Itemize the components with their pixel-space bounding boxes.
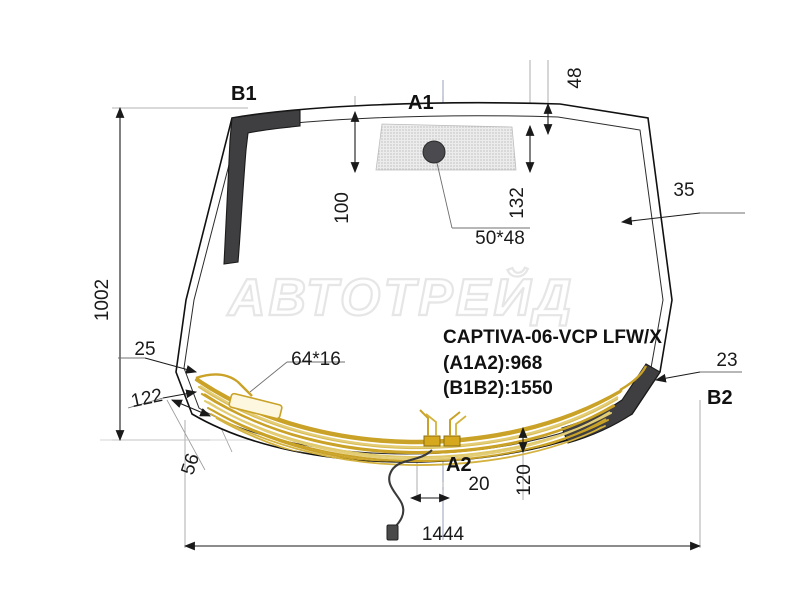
dim-23: 23 xyxy=(716,350,737,371)
band-top-left xyxy=(223,109,301,265)
dim-overall-height: 1002 xyxy=(92,279,113,321)
dim-120: 120 xyxy=(514,464,535,496)
harness-connector-block xyxy=(386,524,399,541)
label-b2: B2 xyxy=(707,387,733,409)
dim-132: 132 xyxy=(507,187,528,219)
leader-lines xyxy=(118,162,745,409)
part-title: CAPTIVA-06-VCP LFW/X xyxy=(443,327,662,348)
label-a1: A1 xyxy=(408,92,434,114)
dim-overall-width: 1444 xyxy=(422,524,465,545)
mirror-mount-button xyxy=(422,140,446,164)
harness-wire xyxy=(386,449,433,541)
dim-56: 56 xyxy=(178,451,205,478)
spec-a1a2: (A1A2):968 xyxy=(443,353,542,374)
label-b1: B1 xyxy=(231,83,257,105)
spec-b1b2: (B1B2):1550 xyxy=(443,378,553,399)
band-bottom-right xyxy=(561,363,661,444)
watermark-text: АВТОТРЕЙД xyxy=(226,267,574,327)
dim-35: 35 xyxy=(673,180,694,201)
dim-20: 20 xyxy=(468,474,489,495)
dim-122: 122 xyxy=(129,385,164,412)
label-a2: A2 xyxy=(446,454,472,476)
dim-100: 100 xyxy=(332,192,353,224)
dim-25: 25 xyxy=(134,339,155,360)
dimension-arrows xyxy=(115,102,702,551)
frit-shade-band xyxy=(375,123,517,171)
dim-heater-tab: 64*16 xyxy=(291,349,341,370)
dim-48: 48 xyxy=(565,67,586,88)
heater-connector-pads xyxy=(419,409,467,447)
dim-mirror-patch: 50*48 xyxy=(475,228,525,249)
